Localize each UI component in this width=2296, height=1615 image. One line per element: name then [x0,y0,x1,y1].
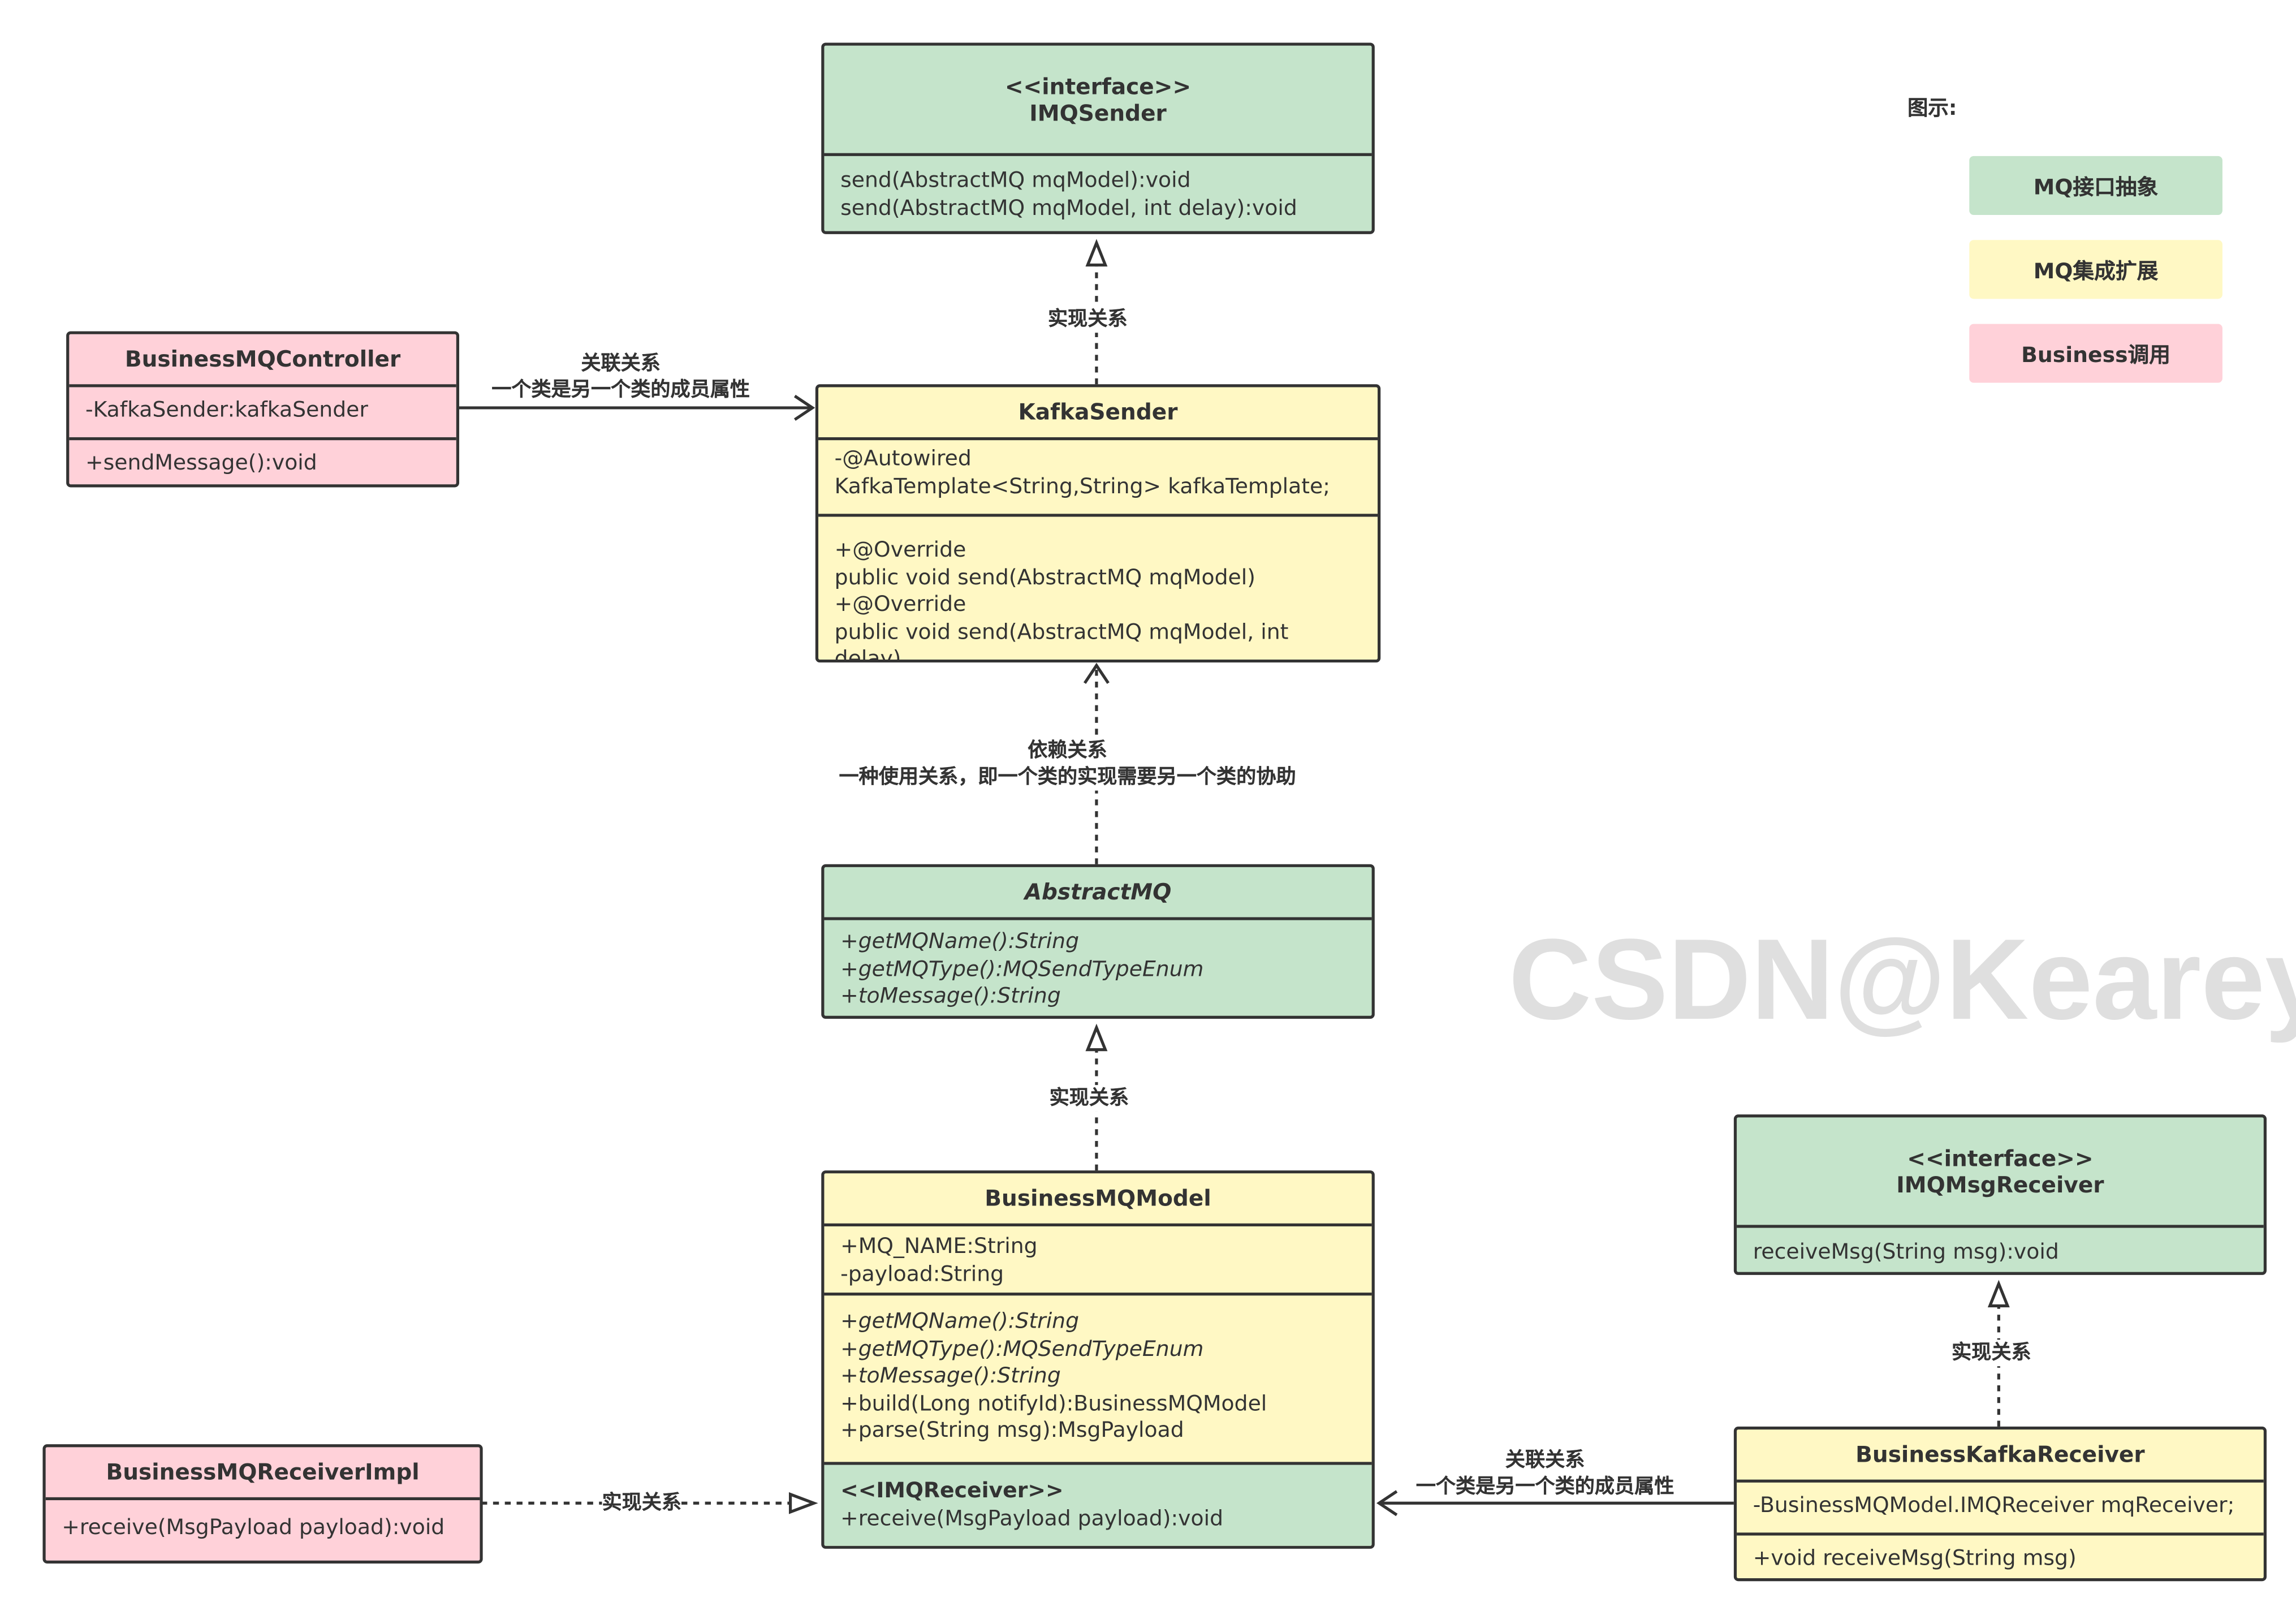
stereotype: <<interface>> [1907,1144,2094,1172]
method: +getMQType():MQSendTypeEnum [840,957,1204,981]
watermark: CSDN@Kearey. [1508,914,2296,1044]
class-name: IMQMsgReceiver [1896,1171,2104,1198]
method: +getMQType():MQSendTypeEnum [840,1337,1204,1362]
method: receiveMsg(String msg):void [1753,1241,2059,1265]
class-name: KafkaSender [1018,399,1178,426]
method: +void receiveMsg(String msg) [1753,1547,2077,1571]
attribute: -BusinessMQModel.IMQReceiver mqReceiver; [1753,1494,2235,1518]
assoc-label: 关联关系一个类是另一个类的成员属性 [1415,1448,1674,1499]
method: +toMessage():String [840,985,1061,1009]
method: +sendMessage():void [85,451,317,476]
legend-item-extension: MQ集成扩展 [1969,240,2222,299]
assoc-label: 关联关系一个类是另一个类的成员属性 [491,352,750,402]
realize-arrowhead [1085,1023,1108,1052]
class-name: BusinessMQModel [985,1185,1211,1212]
method: +getMQName():String [840,930,1080,954]
method: public void send(AbstractMQ mqModel, int [834,620,1289,644]
method: +@Override [834,593,966,617]
realize-arrowhead [1987,1280,2010,1308]
attribute: -@Autowired [834,447,972,471]
realize-label: 实现关系 [602,1489,682,1517]
assoc-arrowhead [1376,1490,1398,1517]
class-name: BusinessMQController [124,346,401,373]
method: +toMessage():String [840,1364,1061,1389]
realize-label: 实现关系 [1952,1340,2031,1367]
method: +receive(MsgPayload payload):void [840,1506,1224,1531]
stereotype: <<interface>> [1004,72,1192,100]
attribute: KafkaTemplate<String,String> kafkaTempla… [834,475,1331,498]
class-name: AbstractMQ [1024,878,1172,906]
method: delay) [834,648,901,663]
inner-interface-imqreceiver[interactable]: <<IMQReceiver>>+receive(MsgPayload paylo… [824,1462,1372,1546]
class-businessmqmodel[interactable]: BusinessMQModel +MQ_NAME:String -payload:… [821,1170,1375,1549]
method: +parse(String msg):MsgPayload [840,1419,1184,1443]
attribute: +MQ_NAME:String [840,1235,1038,1259]
class-abstractmq[interactable]: AbstractMQ +getMQName():String +getMQType… [821,864,1375,1019]
legend-title: 图示: [1907,97,1957,121]
legend-item-business: Business调用 [1969,324,2222,383]
class-businessmqreceiverimpl[interactable]: BusinessMQReceiverImpl +receive(MsgPaylo… [42,1444,483,1564]
class-name: BusinessMQReceiverImpl [106,1459,420,1486]
method: send(AbstractMQ mqModel, int delay):void [840,196,1297,221]
assoc-arrowhead [793,394,815,421]
attribute: -payload:String [840,1262,1004,1286]
realize-label: 实现关系 [1048,306,1128,333]
class-imqsender[interactable]: <<interface>>IMQSender send(AbstractMQ m… [821,42,1375,234]
method: +@Override [834,539,966,563]
stereotype: <<IMQReceiver>> [840,1479,1064,1504]
class-name: IMQSender [1029,99,1167,126]
attribute: -KafkaSender:kafkaSender [85,399,368,423]
method: +build(Long notifyId):BusinessMQModel [840,1392,1267,1416]
method: +receive(MsgPayload payload):void [62,1516,445,1540]
method: +getMQName():String [840,1310,1080,1334]
method: public void send(AbstractMQ mqModel) [834,566,1255,590]
realize-label: 实现关系 [1049,1085,1129,1112]
method: send(AbstractMQ mqModel):void [840,169,1191,193]
realize-arrowhead [1085,239,1108,267]
legend-item-interface: MQ接口抽象 [1969,156,2222,215]
depend-arrowhead [1083,662,1110,684]
class-name: BusinessKafkaReceiver [1855,1441,2145,1468]
class-businessmqcontroller[interactable]: BusinessMQController -KafkaSender:kafkaS… [66,331,460,488]
realize-arrowhead [788,1492,818,1514]
class-imqmsgreceiver[interactable]: <<interface>>IMQMsgReceiver receiveMsg(S… [1733,1114,2267,1275]
dependency-label: 依赖关系一种使用关系，即一个类的实现需要另一个类的协助 [839,737,1296,791]
class-businesskafkareceiver[interactable]: BusinessKafkaReceiver -BusinessMQModel.I… [1733,1426,2267,1582]
